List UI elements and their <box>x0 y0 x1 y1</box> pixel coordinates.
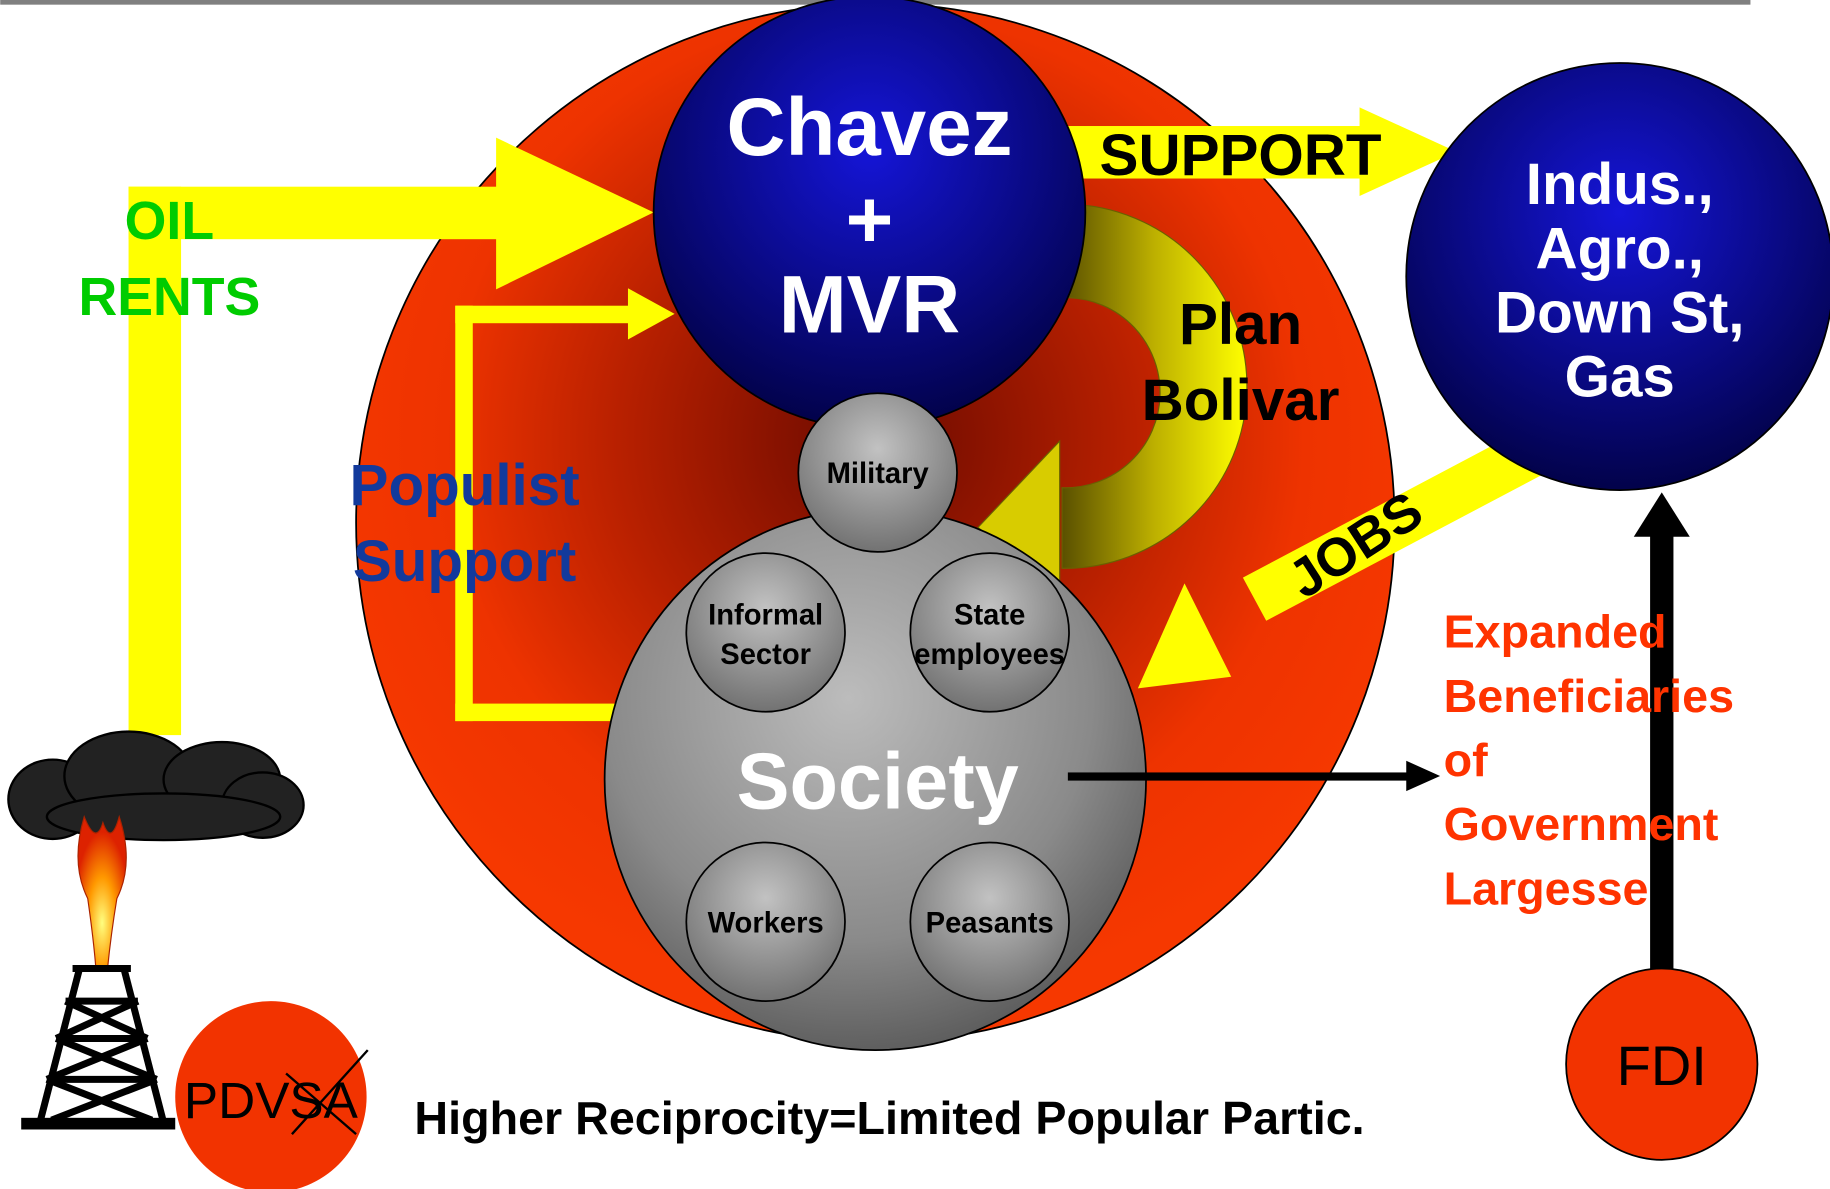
informal-label-2: Sector <box>720 639 811 671</box>
support-arrow <box>1067 107 1457 197</box>
center-title-plus: + <box>846 174 894 265</box>
informal-sector-circle <box>685 552 846 713</box>
industry-label-1: Indus., <box>1526 152 1714 217</box>
rents-label: RENTS <box>78 267 260 327</box>
populist-label: Populist <box>350 453 580 518</box>
state-label-1: State <box>954 599 1025 631</box>
military-circle <box>797 392 958 553</box>
oil-rents-arrow <box>128 137 654 736</box>
populist-support-label: Support <box>353 529 577 594</box>
expanded-label-5: Largesse <box>1444 862 1649 914</box>
fdi-label: FDI <box>1617 1034 1707 1097</box>
plan-bolivar-arrow <box>1061 203 1248 569</box>
plan-label: Plan <box>1179 292 1302 357</box>
pdvsa-circle <box>175 1001 367 1189</box>
pdvsa-label: PDVSA <box>184 1072 359 1129</box>
peasants-label: Peasants <box>926 907 1054 939</box>
state-employees-circle <box>909 552 1070 713</box>
pdvsa-strike-line-1 <box>285 1072 357 1136</box>
industry-label-4: Gas <box>1565 345 1675 410</box>
military-label: Military <box>827 458 930 490</box>
fdi-circle <box>1565 967 1759 1161</box>
pdvsa-strike-line-2 <box>291 1049 369 1135</box>
industry-label-3: Down St, <box>1495 281 1745 346</box>
bolivar-label: Bolivar <box>1142 368 1340 433</box>
industry-circle <box>1405 62 1830 491</box>
state-label-2: employees <box>914 639 1065 671</box>
footer-caption: Higher Reciprocity=Limited Popular Parti… <box>414 1092 1364 1144</box>
populist-support-arrow <box>455 288 675 722</box>
jobs-arrow <box>1137 429 1547 689</box>
support-label: SUPPORT <box>1100 123 1382 188</box>
workers-circle <box>685 841 846 1003</box>
fdi-up-arrow <box>1633 492 1690 975</box>
society-to-beneficiaries-arrow <box>1067 760 1441 792</box>
expanded-label-3: of <box>1444 734 1488 786</box>
society-label: Society <box>737 737 1019 826</box>
oil-label: OIL <box>125 191 214 251</box>
center-title-mvr: MVR <box>779 260 960 351</box>
oil-derrick-icon <box>7 730 305 1130</box>
industry-label-2: Agro., <box>1536 216 1705 281</box>
expanded-label-2: Beneficiaries <box>1444 670 1734 722</box>
expanded-label-1: Expanded <box>1444 606 1667 658</box>
expanded-label-4: Government <box>1444 798 1719 850</box>
center-title-chavez: Chavez <box>727 82 1013 173</box>
peasants-circle <box>909 841 1070 1003</box>
informal-label-1: Informal <box>708 599 823 631</box>
workers-label: Workers <box>708 907 824 939</box>
